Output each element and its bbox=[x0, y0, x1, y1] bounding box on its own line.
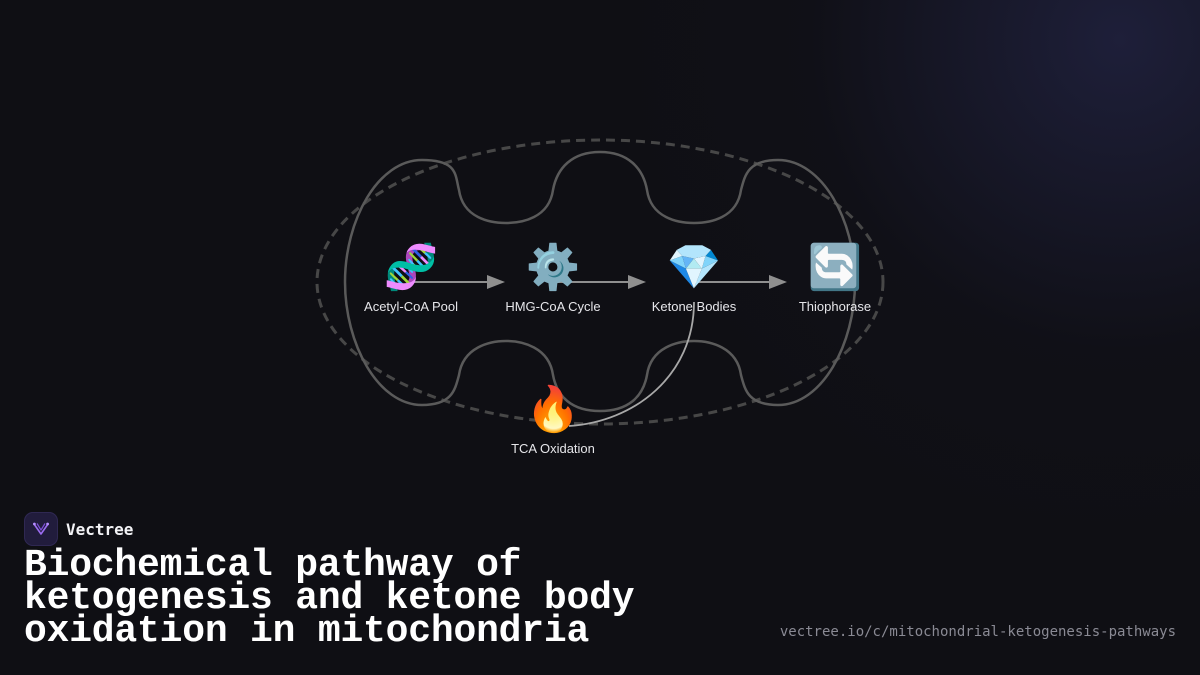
fire-icon: 🔥 bbox=[525, 384, 581, 435]
gem-icon: 💎 bbox=[666, 242, 722, 293]
dna-icon: 🧬 bbox=[383, 242, 439, 293]
edge-ketone-bodies-to-tca-oxidation bbox=[568, 301, 695, 427]
brand-name: Vectree bbox=[66, 519, 134, 539]
node-tca-oxidation: 🔥 TCA Oxidation bbox=[473, 383, 633, 456]
vectree-logo-icon bbox=[24, 512, 58, 546]
node-ketone-bodies: 💎 Ketone Bodies bbox=[614, 241, 774, 314]
node-label: Acetyl-CoA Pool bbox=[364, 299, 458, 314]
brand: Vectree bbox=[24, 512, 133, 546]
edge-ketone-bodies-to-thiophorase bbox=[696, 275, 787, 289]
node-label: TCA Oxidation bbox=[511, 441, 595, 456]
outer-membrane bbox=[315, 138, 885, 426]
node-thiophorase: 🔄 Thiophorase bbox=[755, 241, 915, 314]
edge-hmg-coa-cycle-to-ketone-bodies bbox=[555, 275, 646, 289]
edge-acetyl-coa-pool-to-hmg-coa-cycle bbox=[413, 275, 505, 289]
inner-membrane-cristae bbox=[343, 150, 857, 413]
node-label: HMG-CoA Cycle bbox=[505, 299, 601, 314]
node-label: Ketone Bodies bbox=[651, 299, 737, 314]
node-acetyl-coa-pool: 🧬 Acetyl-CoA Pool bbox=[331, 241, 491, 314]
gear-icon: ⚙️ bbox=[525, 242, 581, 293]
node-label: Thiophorase bbox=[798, 299, 872, 314]
page-url: vectree.io/c/mitochondrial-ketogenesis-p… bbox=[779, 624, 1176, 640]
node-hmg-coa-cycle: ⚙️ HMG-CoA Cycle bbox=[473, 241, 633, 314]
cycle-arrows-icon: 🔄 bbox=[807, 242, 863, 293]
page-title: Biochemical pathway of ketogenesis and k… bbox=[24, 544, 635, 653]
edge-layer bbox=[413, 275, 787, 427]
